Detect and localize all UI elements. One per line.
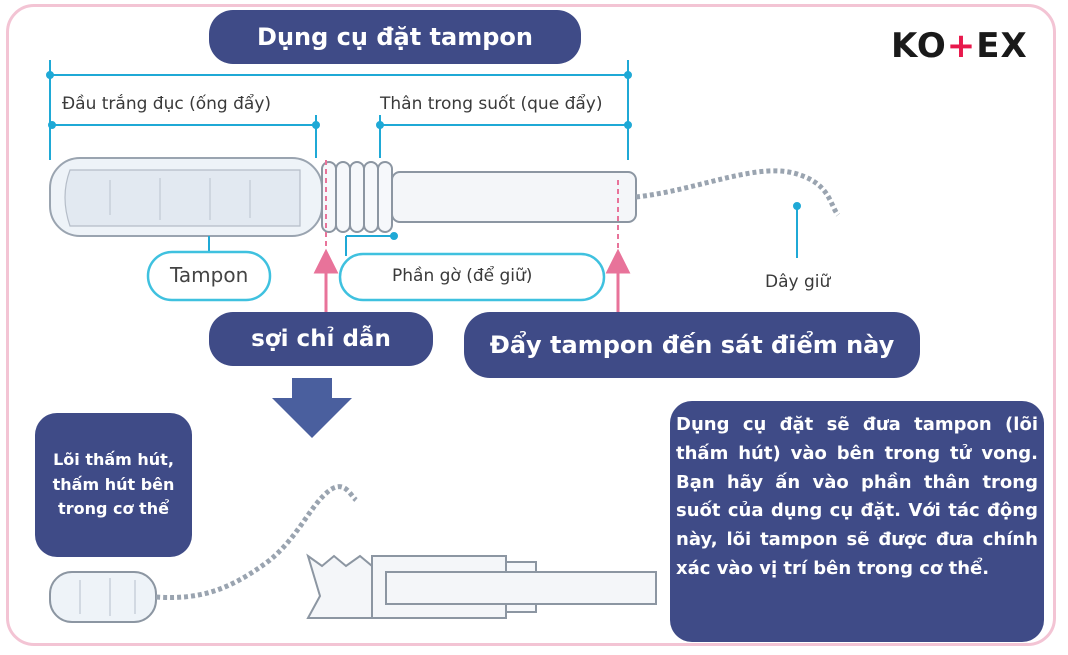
dimension-inner: [376, 115, 632, 158]
applicator-inner-plunger: [391, 171, 637, 223]
tampon-label-box: [146, 250, 272, 302]
leader-lines: [208, 202, 801, 258]
dimension-outer: [48, 115, 320, 158]
description-callout: Dụng cụ đặt sẽ đưa tampon (lõi thấm hút)…: [670, 401, 1044, 642]
grip-rings: [321, 161, 393, 233]
push-point-callout: Đẩy tampon đến sát điểm này: [464, 312, 920, 378]
applicator-outer-tube: [49, 157, 323, 237]
grip-label: Phần gờ (để giữ): [392, 266, 533, 286]
pink-arrows: [313, 248, 631, 316]
separated-tampon: [49, 484, 358, 623]
dimension-full: [46, 60, 632, 160]
down-arrow: [272, 378, 352, 438]
string-cord: [635, 168, 841, 217]
applicator-outer-label: Đầu trắng đục (ống đẩy): [62, 94, 272, 114]
pink-markers: [325, 160, 619, 250]
string-label: Dây giữ: [765, 272, 831, 292]
diagram-frame: [6, 4, 1056, 646]
absorbent-core-callout: Lõi thấm hút, thấm hút bên trong cơ thể: [35, 413, 192, 557]
tampon-label: Tampon: [170, 263, 249, 287]
kotex-logo: KO+EX: [891, 26, 1028, 66]
empty-applicator: [306, 553, 657, 619]
guide-thread-callout: sợi chỉ dẫn: [209, 312, 433, 366]
grip-label-box: [338, 252, 606, 302]
applicator-inner-label: Thân trong suốt (que đẩy): [380, 94, 603, 114]
page-title: Dụng cụ đặt tampon: [209, 10, 581, 64]
